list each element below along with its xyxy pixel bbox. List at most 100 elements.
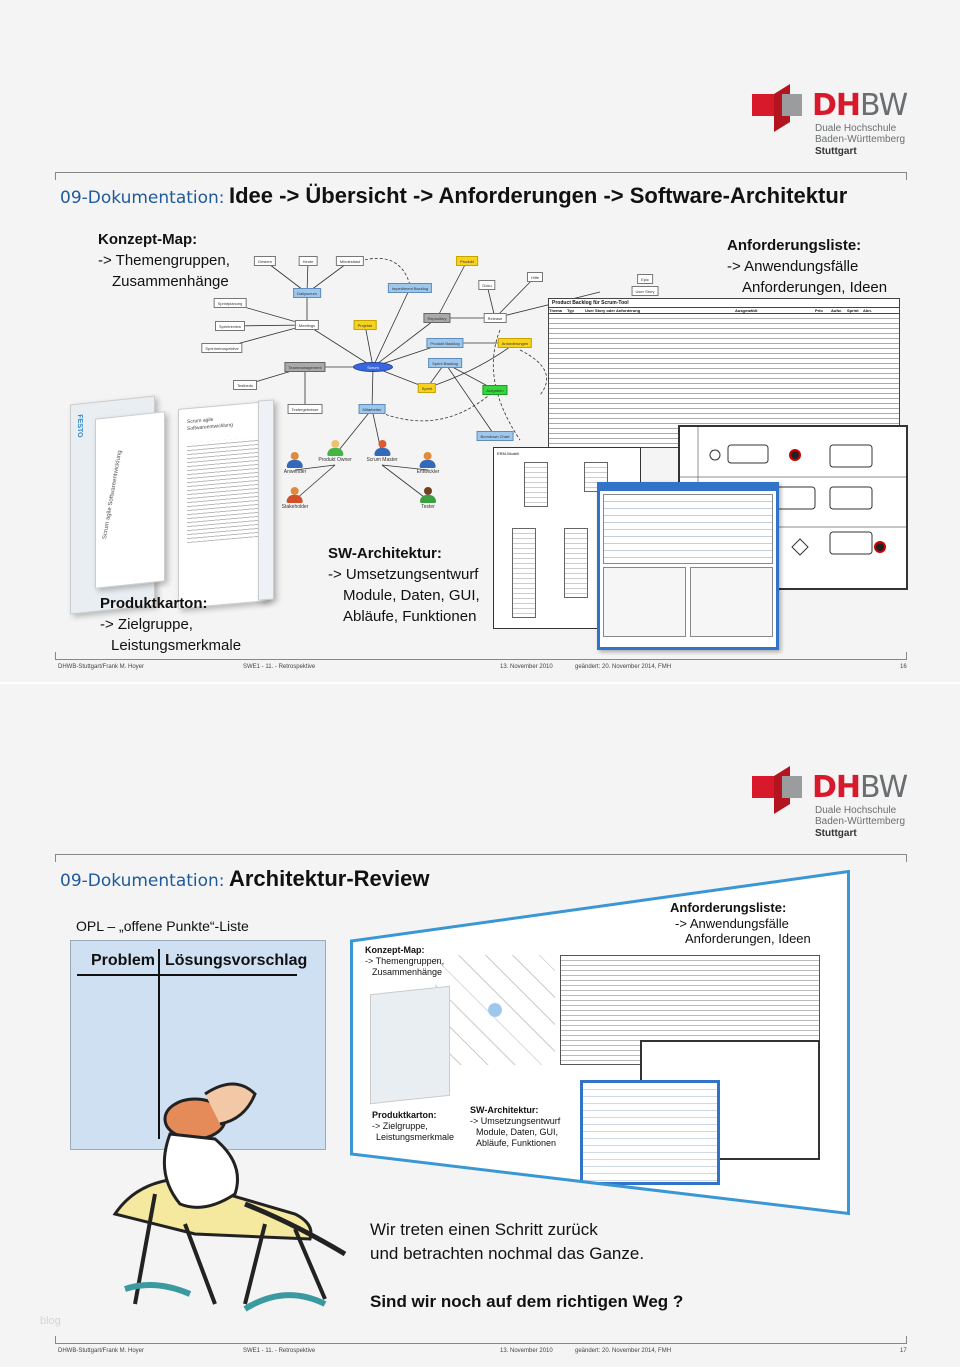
map-node: User Story [631, 286, 659, 296]
erm-title: ERM-Modell [497, 451, 520, 456]
body-text-line1: Wir treten einen Schritt zurück [370, 1220, 598, 1239]
logo-line2: Baden-Württemberg [815, 134, 906, 145]
box-title: Scrum agile Softwareentwicklung [102, 450, 124, 540]
product-box-spine [258, 399, 274, 601]
top-rule [55, 172, 907, 180]
mini-produkt-heading: Produktkarton: [372, 1110, 437, 1120]
map-node: Produkt [456, 256, 478, 266]
map-node: Dailyscrum [293, 288, 321, 298]
watermark: blog [40, 1315, 61, 1327]
footer-changed: geändert: 20. November 2014, FMH [575, 664, 672, 670]
map-node: Repository [423, 313, 451, 323]
map-node: Mitarbeiter [358, 404, 386, 414]
logo-bw: BW [860, 770, 908, 805]
map-node: Burndown Chart [476, 431, 514, 441]
map-node: Testergebnisse [287, 404, 323, 414]
map-node: Sprint [417, 383, 437, 393]
konzept-line2: Zusammenhänge [112, 273, 229, 290]
map-node-center: Scrum [353, 362, 393, 372]
mini-anforderung-heading: Anforderungsliste: [670, 900, 787, 915]
person-label: Entwickler [416, 469, 440, 475]
map-node: Mindestlast [335, 256, 365, 266]
dhbw-logo-mark-icon [752, 766, 802, 814]
title-prefix: 09-Dokumentation: [60, 188, 225, 208]
footer-course: SWE1 - 11. - Retrospektive [243, 664, 316, 670]
produkt-line1: -> Zielgruppe, [100, 616, 193, 633]
gui-dialog-mockup [597, 482, 779, 650]
person-label: Stakeholder [281, 504, 309, 510]
miniature-frame [350, 870, 850, 1215]
mini-produkt-line2: Leistungsmerkmale [376, 1132, 455, 1142]
mini-konzept-line1: -> Themengruppen, [365, 956, 445, 966]
opl-col-problem: Problem [91, 952, 156, 969]
map-node: Sprintplanung [213, 298, 247, 308]
mini-anforderung-line2: Anforderungen, Ideen [685, 931, 811, 946]
mini-sw-line3: Abläufe, Funktionen [476, 1138, 557, 1148]
map-node: Sprintreview [214, 321, 246, 331]
person-icon: Produkt Owner [318, 440, 352, 463]
mini-sw-line1: -> Umsetzungsentwurf [470, 1116, 561, 1126]
slide-title: 09-Dokumentation: Idee -> Übersicht -> A… [60, 183, 847, 209]
backlog-col: User Story oder Anforderung [585, 308, 641, 313]
backlog-col: Thema [549, 308, 562, 313]
opl-label: OPL – „offene Punkte“-Liste [76, 918, 249, 934]
page-number: 17 [900, 1348, 907, 1354]
footer-author: DHWB-Stuttgart/Frank M. Hoyer [58, 1348, 145, 1354]
person-label: Anwender [283, 469, 307, 475]
sw-line3: Abläufe, Funktionen [343, 608, 477, 625]
footer-changed: geändert: 20. November 2014, FMH [575, 1348, 672, 1354]
backlog-col: Sprint [847, 308, 859, 313]
map-node: Impediment Backlog [387, 283, 433, 293]
mini-produkt-line1: -> Zielgruppe, [372, 1121, 428, 1131]
top-rule [55, 854, 907, 862]
backlog-col: Ausgewählt [735, 308, 758, 313]
map-node: Sprint Backlog [428, 358, 462, 368]
anforderung-line2: Anforderungen, Ideen [742, 279, 888, 296]
logo-line1: Duale Hochschule [815, 123, 897, 134]
konzept-heading: Konzept-Map: [98, 231, 198, 248]
person-label: Tester [421, 504, 435, 510]
title-prefix: 09-Dokumentation: [60, 871, 225, 891]
mini-konzept-heading: Konzept-Map: [365, 945, 425, 955]
backlog-col: Aufw. [831, 308, 842, 313]
person-icon: Entwickler [416, 452, 440, 475]
map-node: Hilfe [526, 272, 544, 282]
map-node: Epic [637, 274, 653, 284]
logo-line1: Duale Hochschule [815, 805, 897, 816]
mini-sw-line2: Module, Daten, GUI, [476, 1127, 559, 1137]
produkt-line2: Leistungsmerkmale [111, 637, 242, 654]
map-node: Anforderungen [497, 338, 533, 348]
person-icon: Scrum Master [366, 440, 398, 463]
dhbw-logo-mark-icon [752, 84, 802, 132]
footer-date: 13. November 2010 [500, 1348, 553, 1354]
konzept-map-label: Konzept-Map: -> Themengruppen, Zusammenh… [98, 229, 230, 292]
person-icon: Stakeholder [281, 487, 309, 510]
sw-line2: Module, Daten, GUI, [343, 587, 480, 604]
bpmn-flow-icon [680, 427, 906, 588]
map-node: Heute [298, 256, 318, 266]
product-box-back: Scrum agile Softwareentwicklung [178, 401, 268, 609]
anforderung-line1: -> Anwendungsfälle [727, 258, 859, 275]
footer-course: SWE1 - 11. - Retrospektive [243, 1348, 316, 1354]
logo-dh: DH [812, 88, 861, 123]
bottom-rule [55, 1336, 907, 1344]
mini-sw-heading: SW-Architektur: [470, 1105, 539, 1115]
map-node: Doku [478, 280, 496, 290]
anforderungsliste-label: Anforderungsliste: -> Anwendungsfälle An… [727, 235, 887, 298]
logo-line2: Baden-Württemberg [815, 816, 906, 827]
backlog-col: Prio [815, 308, 823, 313]
sw-heading: SW-Architektur: [328, 545, 442, 562]
konzept-line1: -> Themengruppen, [98, 252, 230, 269]
logo-city: Stuttgart [815, 828, 857, 839]
map-node: Testbeds [232, 380, 258, 390]
map-node: Gestern [253, 256, 277, 266]
person-icon: Anwender [283, 452, 307, 475]
product-box-front: Scrum agile Softwareentwicklung [95, 411, 165, 589]
person-icon: Tester [420, 487, 436, 510]
map-node: Produkt Backlog [426, 338, 464, 348]
mini-anforderung-line1: -> Anwendungsfälle [675, 916, 789, 931]
produktkarton-label: Produktkarton: -> Zielgruppe, Leistungsm… [100, 593, 241, 656]
slide-title: 09-Dokumentation: Architektur-Review [60, 866, 430, 892]
